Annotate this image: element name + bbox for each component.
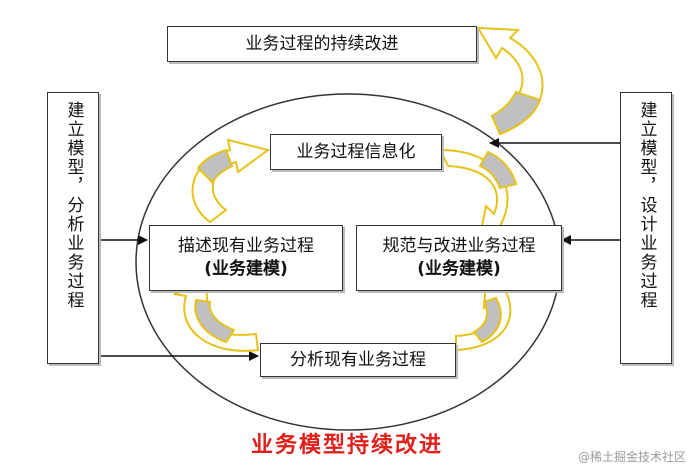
curl-arrow-top xyxy=(476,26,544,136)
center-left-box-line2: (业务建模) xyxy=(204,259,288,279)
center-left-box: 描述现有业务过程 (业务建模) xyxy=(149,225,343,291)
curl-arrow-upper-left xyxy=(191,138,271,224)
top-box-label: 业务过程的持续改进 xyxy=(245,33,399,54)
center-top-box-label: 业务过程信息化 xyxy=(296,141,416,162)
center-right-box-line1: 规范与改进业务过程 xyxy=(382,236,536,257)
diagram-caption: 业务模型持续改进 xyxy=(250,433,443,458)
center-bottom-box: 分析现有业务过程 xyxy=(260,343,456,377)
watermark: @稀土掘金技术社区 xyxy=(577,450,686,464)
center-top-box: 业务过程信息化 xyxy=(270,134,442,170)
center-bottom-box-label: 分析现有业务过程 xyxy=(290,349,426,370)
center-right-box-line2: (业务建模) xyxy=(417,259,501,279)
right-box: 建立模型，设计业务过程 xyxy=(620,92,672,364)
center-right-box: 规范与改进业务过程 (业务建模) xyxy=(356,225,562,291)
top-box: 业务过程的持续改进 xyxy=(167,26,477,62)
curl-arrow-lower-left xyxy=(173,282,260,352)
center-left-box-line1: 描述现有业务过程 xyxy=(178,236,314,257)
left-box-label: 建立模型，分析业务过程 xyxy=(63,101,84,310)
curl-arrow-upper-right xyxy=(438,148,518,238)
left-box: 建立模型，分析业务过程 xyxy=(47,92,99,364)
right-box-label: 建立模型，设计业务过程 xyxy=(636,101,657,310)
